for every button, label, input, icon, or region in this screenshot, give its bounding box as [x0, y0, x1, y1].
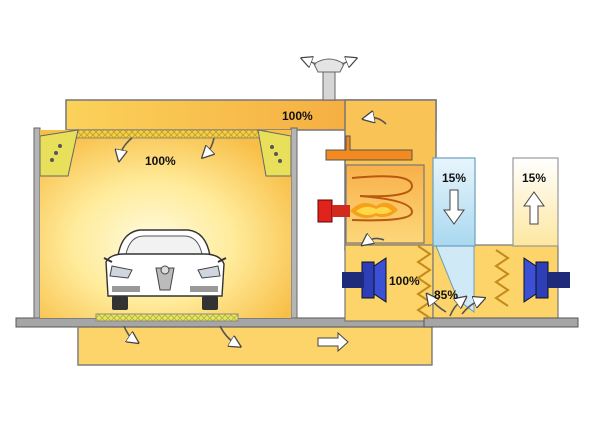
fan-icon-exhaust — [523, 257, 570, 303]
light-left — [39, 129, 79, 177]
label-fresh-air-in: 15% — [442, 171, 466, 185]
exhaust-chimney-icon — [306, 59, 352, 101]
airflow-arrow-icon — [120, 118, 480, 344]
flow-arrow-fresh-down — [443, 189, 465, 225]
exhaust-filter — [494, 249, 510, 307]
fan-icon — [342, 257, 387, 303]
booth-wall-left — [33, 127, 41, 319]
label-ceiling-duct: 100% — [282, 109, 313, 123]
car-icon — [103, 229, 227, 310]
flow-arrow-exhaust-up — [523, 191, 545, 225]
label-exhaust-out: 15% — [522, 171, 546, 185]
label-recirc-return: 85% — [434, 288, 458, 302]
label-recirc-fan: 100% — [389, 274, 420, 288]
burner-flame-icon — [317, 199, 398, 223]
supply-filter — [416, 245, 432, 319]
label-booth-interior: 100% — [145, 154, 176, 168]
flow-arrow-underfloor — [317, 331, 349, 353]
booth-wall-right — [290, 127, 298, 319]
underfloor-duct — [77, 326, 433, 366]
